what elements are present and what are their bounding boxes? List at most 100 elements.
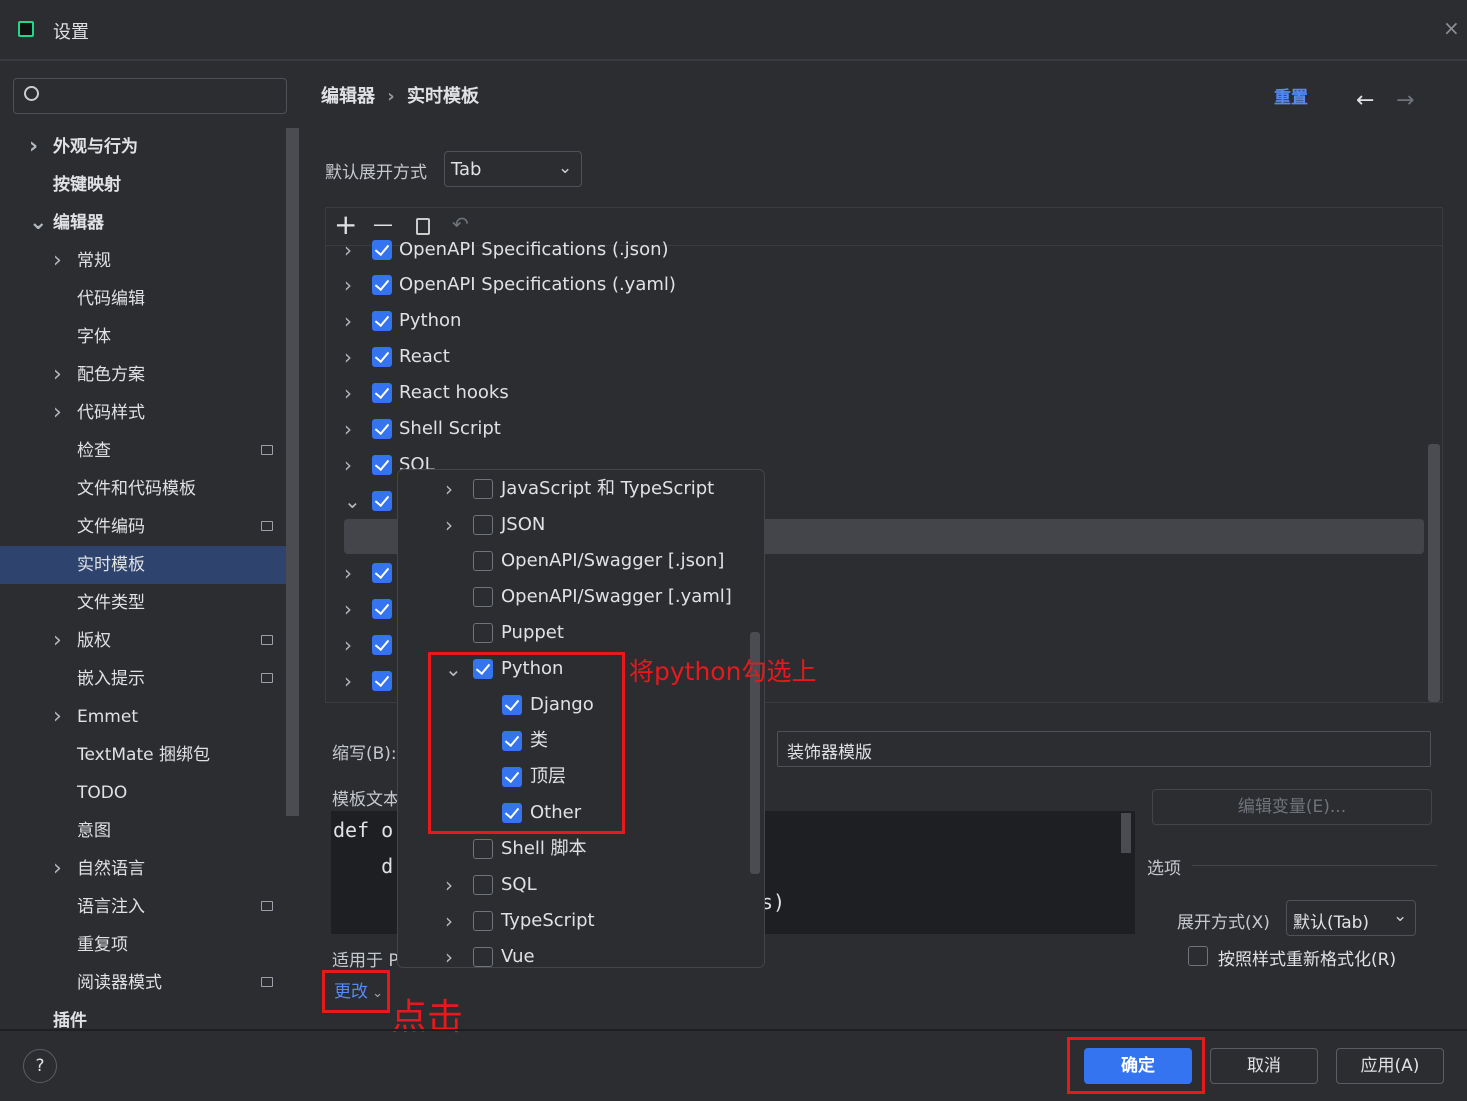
sidebar-item[interactable]: ›外观与行为 [0, 128, 299, 166]
chevron-right-icon[interactable]: › [344, 669, 352, 693]
reformat-checkbox[interactable] [1188, 946, 1208, 966]
sidebar-item[interactable]: 意图 [0, 812, 299, 850]
popup-item[interactable]: ›SQL [398, 867, 764, 903]
chevron-right-icon[interactable]: › [344, 453, 352, 477]
chevron-right-icon[interactable]: › [445, 873, 453, 897]
popup-item[interactable]: Shell 脚本 [398, 831, 764, 867]
help-button[interactable]: ? [23, 1049, 57, 1083]
sidebar-item[interactable]: 文件类型 [0, 584, 299, 622]
chevron-right-icon[interactable]: › [53, 856, 62, 881]
group-checkbox[interactable] [372, 599, 392, 619]
group-checkbox[interactable] [372, 635, 392, 655]
copy-icon[interactable] [416, 218, 430, 235]
chevron-right-icon[interactable]: › [344, 561, 352, 585]
popup-checkbox[interactable] [473, 515, 493, 535]
popup-item[interactable]: ⌄Python [398, 651, 764, 687]
group-checkbox[interactable] [372, 563, 392, 583]
popup-checkbox[interactable] [473, 479, 493, 499]
popup-item[interactable]: ›Vue [398, 939, 764, 967]
template-group-row[interactable]: ›OpenAPI Specifications (.json) [326, 232, 1442, 268]
breadcrumb-editor[interactable]: 编辑器 [321, 86, 375, 107]
popup-scrollbar[interactable] [750, 632, 760, 874]
sidebar-item[interactable]: 插件 [0, 1002, 299, 1040]
chevron-right-icon[interactable]: › [445, 909, 453, 933]
popup-item[interactable]: 顶层 [398, 759, 764, 795]
editor-scrollbar[interactable] [1121, 813, 1131, 853]
list-scrollbar[interactable] [1428, 444, 1440, 702]
popup-item[interactable]: Other [398, 795, 764, 831]
edit-variables-button[interactable]: 编辑变量(E)... [1152, 789, 1432, 825]
chevron-right-icon[interactable]: › [344, 309, 352, 333]
chevron-right-icon[interactable]: › [53, 400, 62, 425]
popup-checkbox[interactable] [473, 623, 493, 643]
sidebar-item[interactable]: ›自然语言 [0, 850, 299, 888]
popup-item[interactable]: OpenAPI/Swagger [.yaml] [398, 579, 764, 615]
chevron-down-icon[interactable]: ⌄ [445, 657, 462, 681]
template-group-row[interactable]: ›React [326, 339, 1442, 375]
popup-checkbox[interactable] [473, 587, 493, 607]
sidebar-item[interactable]: 字体 [0, 318, 299, 356]
remove-icon[interactable]: — [373, 212, 393, 236]
sidebar-item[interactable]: TODO [0, 774, 299, 812]
sidebar-item[interactable]: 文件编码 [0, 508, 299, 546]
ok-button[interactable]: 确定 [1084, 1048, 1192, 1084]
template-group-row[interactable]: › [326, 591, 1442, 627]
sidebar-item[interactable]: 语言注入 [0, 888, 299, 926]
group-checkbox[interactable] [372, 455, 392, 475]
template-group-row[interactable]: ⌄ [326, 483, 1442, 519]
sidebar-item[interactable]: ›版权 [0, 622, 299, 660]
sidebar-item[interactable]: 实时模板 [0, 546, 299, 584]
chevron-right-icon[interactable]: › [344, 633, 352, 657]
sidebar-item[interactable]: ⌄编辑器 [0, 204, 299, 242]
chevron-right-icon[interactable]: › [344, 597, 352, 621]
forward-arrow-icon[interactable]: → [1396, 88, 1415, 113]
chevron-right-icon[interactable]: › [344, 417, 352, 441]
popup-checkbox[interactable] [473, 839, 493, 859]
popup-item[interactable]: OpenAPI/Swagger [.json] [398, 543, 764, 579]
chevron-right-icon[interactable]: › [445, 513, 453, 537]
chevron-down-icon[interactable]: ⌄ [344, 489, 361, 513]
sidebar-item[interactable]: 阅读器模式 [0, 964, 299, 1002]
change-link[interactable]: 更改 ⌄ [334, 977, 383, 1002]
popup-item[interactable]: Puppet [398, 615, 764, 651]
reset-link[interactable]: 重置 [1274, 88, 1308, 108]
popup-checkbox[interactable] [473, 875, 493, 895]
group-checkbox[interactable] [372, 383, 392, 403]
undo-icon[interactable]: ↶ [452, 212, 469, 236]
group-checkbox[interactable] [372, 671, 392, 691]
group-checkbox[interactable] [372, 491, 392, 511]
template-group-row[interactable]: ›OpenAPI Specifications (.yaml) [326, 267, 1442, 303]
popup-checkbox[interactable] [473, 911, 493, 931]
apply-button[interactable]: 应用(A) [1336, 1048, 1444, 1084]
template-group-row[interactable]: ›Shell Script [326, 411, 1442, 447]
sidebar-item[interactable]: 嵌入提示 [0, 660, 299, 698]
sidebar-item[interactable]: 检查 [0, 432, 299, 470]
chevron-right-icon[interactable]: › [344, 381, 352, 405]
chevron-right-icon[interactable]: › [53, 248, 62, 273]
chevron-right-icon[interactable]: › [53, 628, 62, 653]
sidebar-scrollbar[interactable] [286, 128, 299, 816]
group-checkbox[interactable] [372, 240, 392, 260]
sidebar-item[interactable]: TextMate 捆绑包 [0, 736, 299, 774]
sidebar-item[interactable]: 文件和代码模板 [0, 470, 299, 508]
expand-with-dropdown[interactable]: 默认(Tab) ⌄ [1286, 900, 1416, 936]
sidebar-item[interactable]: ›配色方案 [0, 356, 299, 394]
popup-item[interactable]: ›JavaScript 和 TypeScript [398, 471, 764, 507]
sidebar-item[interactable]: 重复项 [0, 926, 299, 964]
cancel-button[interactable]: 取消 [1210, 1048, 1318, 1084]
add-icon[interactable]: + [334, 208, 358, 241]
chevron-right-icon[interactable]: › [445, 477, 453, 501]
popup-checkbox[interactable] [502, 731, 522, 751]
sidebar-item[interactable]: ›Emmet [0, 698, 299, 736]
group-checkbox[interactable] [372, 311, 392, 331]
sidebar-item[interactable]: 按键映射 [0, 166, 299, 204]
template-group-row[interactable]: › [326, 627, 1442, 663]
popup-item[interactable]: ›JSON [398, 507, 764, 543]
reformat-label[interactable]: 按照样式重新格式化(R) [1218, 950, 1397, 970]
template-group-row[interactable]: ›React hooks [326, 375, 1442, 411]
chevron-right-icon[interactable]: › [344, 273, 352, 297]
popup-item[interactable]: ›TypeScript [398, 903, 764, 939]
chevron-right-icon[interactable]: › [53, 362, 62, 387]
popup-checkbox[interactable] [473, 551, 493, 571]
template-group-row[interactable]: › [326, 555, 1442, 591]
